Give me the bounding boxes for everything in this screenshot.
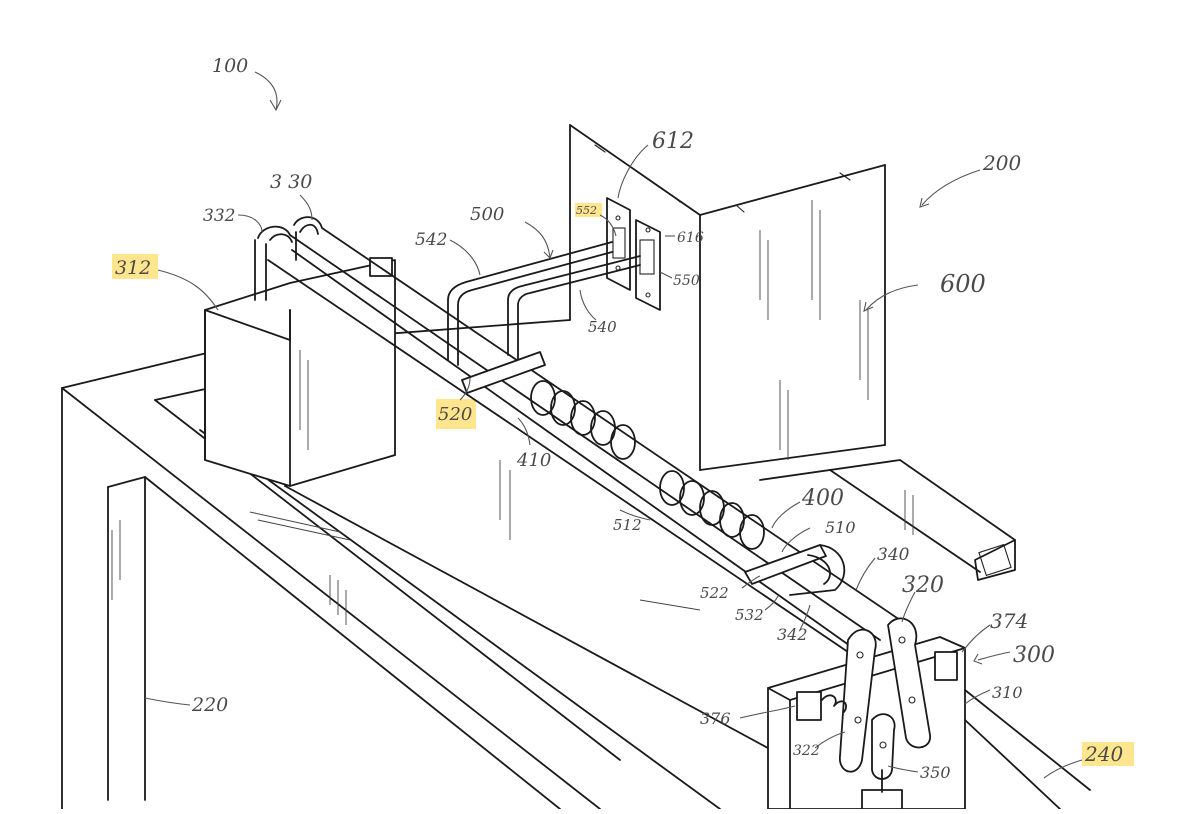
slide-510 [744,544,846,596]
mount-plates [606,197,661,311]
label-612: 612 [652,129,694,154]
pedestal-312 [204,257,396,487]
highlight-312 [112,254,158,279]
bracket-500 [447,241,641,394]
reference-labels: 100 3 30 332 312 542 500 552 612 616 550… [115,55,1123,782]
label-600: 600 [940,270,986,298]
label-330: 3 30 [270,171,312,193]
highlight-240 [1082,742,1134,766]
label-410: 410 [516,450,551,471]
label-520: 520 [438,404,472,425]
label-200: 200 [982,151,1021,175]
label-400: 400 [801,486,844,511]
label-342: 342 [777,625,808,644]
label-320: 320 [902,573,944,598]
label-240: 240 [1084,742,1123,766]
label-300: 300 [1013,643,1055,668]
label-550: 550 [673,273,700,289]
wall-600 [569,124,886,471]
label-100: 100 [212,55,248,77]
label-522: 522 [700,584,729,602]
label-532: 532 [735,606,764,624]
label-310: 310 [992,683,1023,702]
spring-410 [530,380,636,460]
label-374: 374 [990,609,1028,633]
highlight-552 [575,203,602,217]
label-332: 332 [203,206,235,226]
label-616: 616 [677,230,704,246]
label-322: 322 [793,743,820,759]
clamp-levers [821,617,931,810]
rear-rail [759,459,1016,581]
label-512: 512 [613,516,642,534]
spring-400 [659,470,765,550]
label-312: 312 [115,257,151,279]
label-500: 500 [470,204,504,225]
label-542: 542 [415,230,447,250]
label-540: 540 [588,318,617,336]
rods [254,216,901,661]
table-frame-220 [61,319,791,810]
leader-lines [144,71,1083,779]
highlight-520 [436,399,476,429]
label-552: 552 [576,204,597,217]
label-510: 510 [825,518,856,537]
label-376: 376 [700,709,731,728]
label-350: 350 [920,763,951,782]
label-220: 220 [191,694,228,716]
label-340: 340 [877,545,910,565]
